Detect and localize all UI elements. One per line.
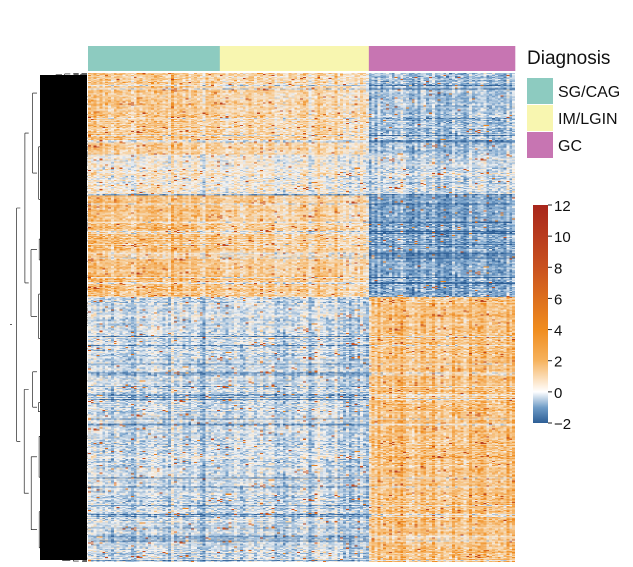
legend-title: Diagnosis <box>527 48 610 69</box>
diagnosis-legend: Diagnosis SG/CAG IM/LGIN GC <box>527 48 620 158</box>
dendrogram-dense-leaves <box>40 75 87 560</box>
colorbar-tick-label: 4 <box>554 323 562 340</box>
legend-label: SG/CAG <box>558 84 620 101</box>
diagnosis-annotation-bar <box>88 46 516 71</box>
row-dendrogram <box>10 73 88 562</box>
legend-swatch <box>527 132 553 158</box>
annotation-segment-im-lgin <box>219 46 370 71</box>
colorbar-tick-label: 10 <box>554 229 571 246</box>
colorbar: 12 10 8 6 4 2 0 −2 <box>533 198 571 433</box>
legend-swatch <box>527 105 553 131</box>
annotation-segment-sg-cag <box>88 46 221 71</box>
colorbar-tick-label: 2 <box>554 354 562 371</box>
annotation-segment-gc <box>368 46 516 71</box>
colorbar-tick-label: 12 <box>554 198 571 215</box>
colorbar-tick-label: 6 <box>554 291 562 308</box>
colorbar-tick-label: −2 <box>554 416 571 433</box>
legend-label: IM/LGIN <box>558 111 618 128</box>
heatmap-matrix <box>88 73 515 562</box>
colorbar-tick-label: 0 <box>554 385 562 402</box>
legend-swatch <box>527 78 553 104</box>
colorbar-gradient <box>533 205 548 423</box>
colorbar-tick-label: 8 <box>554 260 562 277</box>
legend-label: GC <box>558 138 582 155</box>
heatmap-cells-image <box>88 73 515 562</box>
